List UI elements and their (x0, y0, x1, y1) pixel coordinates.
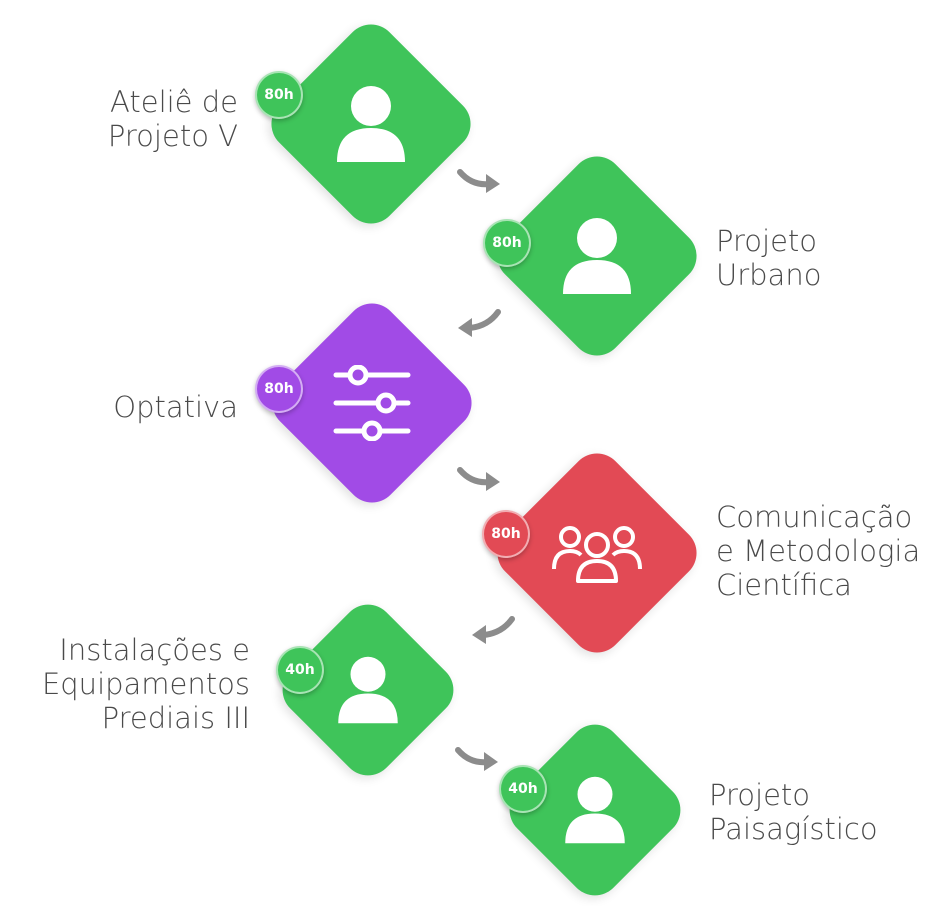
step-projeto-urbano (486, 145, 708, 367)
hours-badge: 40h (276, 646, 324, 694)
hours-badge: 80h (255, 365, 303, 413)
user-icon (563, 218, 631, 294)
arrow-right-icon (457, 169, 500, 193)
group-icon (552, 526, 642, 583)
sliders-icon (333, 365, 411, 441)
step-label: Ateliê de Projeto V (107, 85, 238, 153)
user-icon (565, 776, 625, 844)
hours-badge: 40h (499, 765, 547, 813)
step-label: Comunicação e Metodologia Científica (716, 500, 921, 602)
hours-badge: 80h (482, 510, 530, 558)
arrow-right-icon (457, 467, 500, 491)
step-optativa (261, 292, 483, 514)
step-label: Projeto Urbano (716, 224, 822, 292)
hours-badge: 80h (483, 219, 531, 267)
arrow-right-icon (455, 747, 498, 771)
step-label: Instalações e Equipamentos Prediais III (41, 633, 250, 735)
step-atelie-projeto-v (260, 13, 482, 235)
user-icon (337, 86, 405, 162)
step-comunicacao-metodologia (486, 442, 708, 664)
step-label: Projeto Paisagístico (709, 778, 878, 846)
hours-badge: 80h (255, 71, 303, 119)
step-instalacoes-equipamentos (271, 593, 465, 787)
step-label: Optativa (113, 390, 238, 424)
arrow-left-icon (472, 616, 515, 644)
step-projeto-paisagistico (498, 713, 692, 906)
user-icon (338, 656, 398, 724)
arrow-left-icon (458, 309, 501, 337)
